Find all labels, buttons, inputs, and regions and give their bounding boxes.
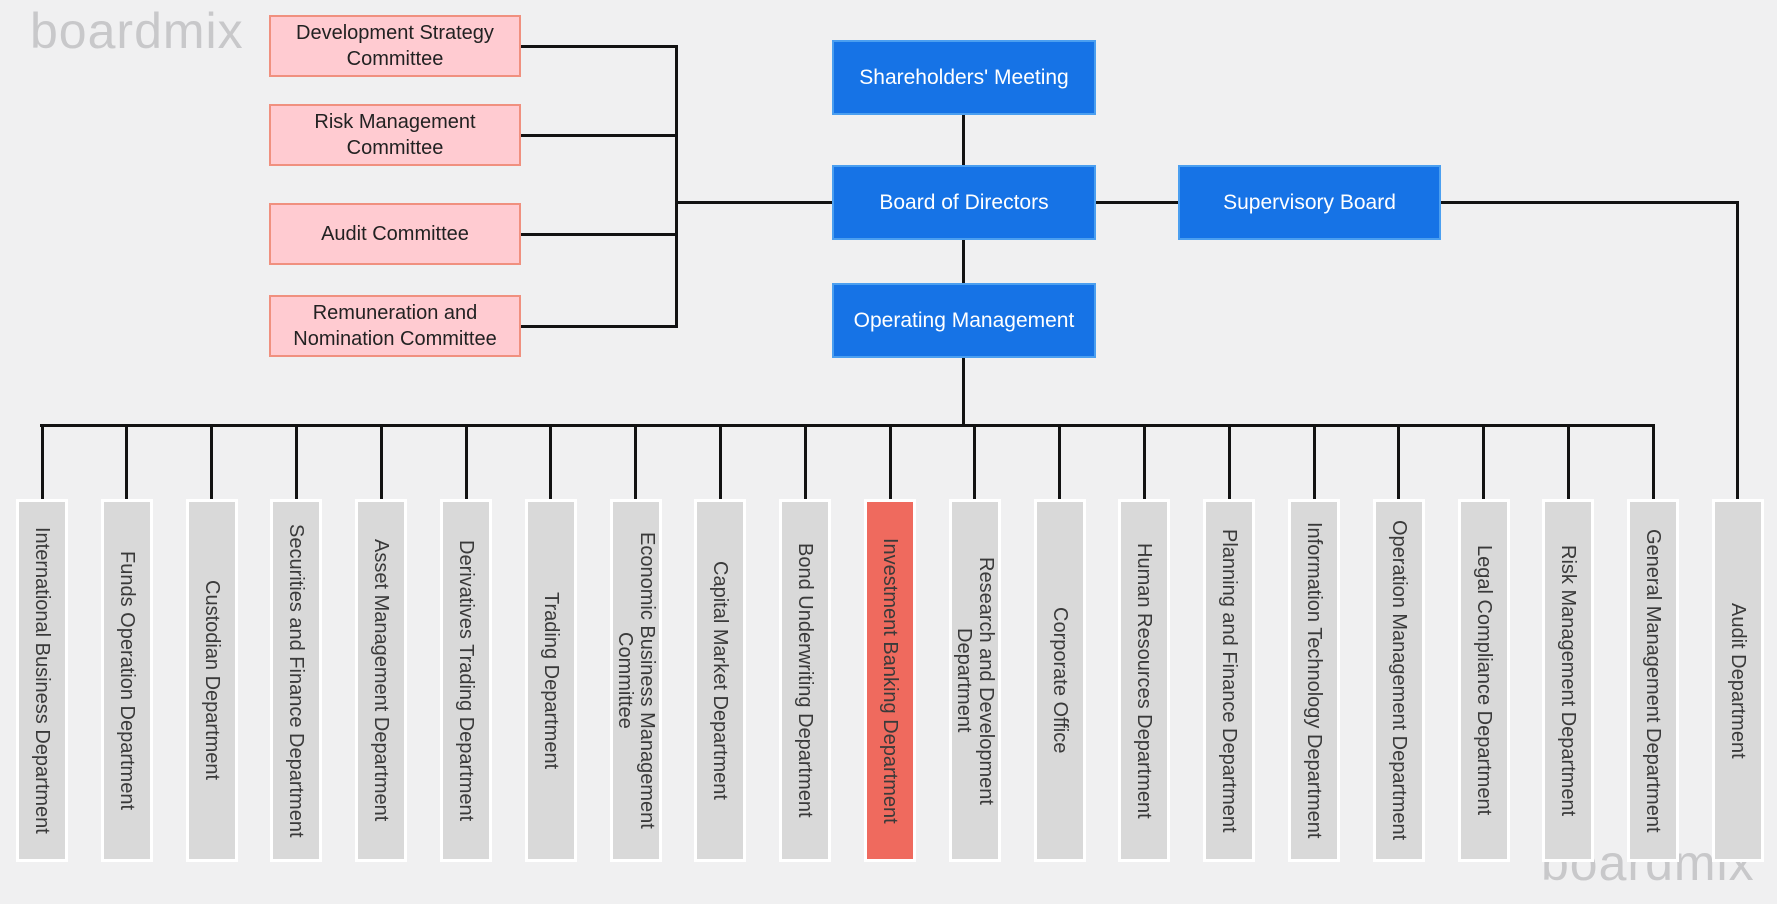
connector-committee-3-stub [521, 233, 678, 236]
watermark-top-left: boardmix [30, 3, 244, 59]
department-node-funds-operation-department[interactable]: Funds Operation Department [101, 499, 153, 862]
department-node-investment-banking-department[interactable]: Investment Banking Department [864, 499, 916, 862]
department-label: Planning and Finance Department [1218, 528, 1240, 833]
department-node-international-business-department[interactable]: International Business Department [16, 499, 68, 862]
connector-bus-drop [634, 424, 637, 499]
department-label: Capital Market Department [709, 561, 731, 800]
connector-bus-drop [889, 424, 892, 499]
node-shareholders-meeting[interactable]: Shareholders' Meeting [832, 40, 1096, 115]
department-label: Audit Department [1727, 602, 1749, 759]
connector-bus-drop [1397, 424, 1400, 499]
department-node-economic-business-management-committee[interactable]: Economic Business Management Committee [610, 499, 662, 862]
connector-committee-2-stub [521, 134, 678, 137]
department-node-trading-department[interactable]: Trading Department [525, 499, 577, 862]
department-label: Securities and Finance Department [285, 523, 307, 838]
connector-shareholders-to-board [962, 115, 965, 165]
connector-bus-drop [804, 424, 807, 499]
connector-bus-drop [1313, 424, 1316, 499]
connector-bus-drop [465, 424, 468, 499]
department-label: Asset Management Department [370, 539, 392, 822]
department-label: Corporate Office [1049, 607, 1071, 754]
department-label: Trading Department [540, 591, 562, 770]
department-label: Human Resources Department [1133, 542, 1155, 819]
department-node-custodian-department[interactable]: Custodian Department [186, 499, 238, 862]
department-label: Information Technology Department [1303, 522, 1325, 839]
connector-bus-drop [41, 424, 44, 499]
connector-bus-drop [973, 424, 976, 499]
connector-bus-drop [1228, 424, 1231, 499]
connector-committees-to-board [675, 201, 832, 204]
connector-committee-4-stub [521, 325, 678, 328]
connector-board-to-operating [962, 240, 965, 283]
node-remuneration-and-nomination-committee[interactable]: Remuneration and Nomination Committee [269, 295, 521, 357]
department-label: Derivatives Trading Department [455, 539, 477, 822]
node-operating-management[interactable]: Operating Management [832, 283, 1096, 358]
department-label: Economic Business Management Committee [614, 532, 658, 829]
connector-committee-1-stub [521, 45, 678, 48]
department-label: Custodian Department [201, 580, 223, 781]
department-label: General Management Department [1642, 528, 1664, 833]
department-node-corporate-office[interactable]: Corporate Office [1034, 499, 1086, 862]
connector-supervisory-right [1441, 201, 1739, 204]
department-node-human-resources-department[interactable]: Human Resources Department [1118, 499, 1170, 862]
connector-bus-drop [549, 424, 552, 499]
connector-bus-drop [719, 424, 722, 499]
department-node-asset-management-department[interactable]: Asset Management Department [355, 499, 407, 862]
department-label: Research and Development Department [953, 556, 997, 805]
node-supervisory-board[interactable]: Supervisory Board [1178, 165, 1441, 240]
connector-bus-drop [1652, 424, 1655, 499]
connector-operating-to-bus [962, 358, 965, 427]
department-node-planning-and-finance-department[interactable]: Planning and Finance Department [1203, 499, 1255, 862]
department-node-risk-management-department[interactable]: Risk Management Department [1542, 499, 1594, 862]
connector-department-bus [40, 424, 1655, 427]
connector-bus-drop [1482, 424, 1485, 499]
department-label: Operation Management Department [1388, 520, 1410, 841]
node-audit-committee[interactable]: Audit Committee [269, 203, 521, 265]
department-node-general-management-department[interactable]: General Management Department [1627, 499, 1679, 862]
department-node-bond-underwriting-department[interactable]: Bond Underwriting Department [779, 499, 831, 862]
connector-bus-drop [1058, 424, 1061, 499]
connector-bus-drop [125, 424, 128, 499]
connector-bus-drop [380, 424, 383, 499]
connector-bus-drop [1567, 424, 1570, 499]
department-label: Legal Compliance Department [1473, 545, 1495, 816]
connector-bus-drop [1143, 424, 1146, 499]
department-node-capital-market-department[interactable]: Capital Market Department [694, 499, 746, 862]
connector-bus-drop [210, 424, 213, 499]
department-node-legal-compliance-department[interactable]: Legal Compliance Department [1458, 499, 1510, 862]
node-risk-management-committee[interactable]: Risk Management Committee [269, 104, 521, 166]
connector-supervisory-to-audit [1736, 201, 1739, 499]
connector-board-to-supervisory [1096, 201, 1178, 204]
department-label: International Business Department [31, 527, 53, 834]
department-node-derivatives-trading-department[interactable]: Derivatives Trading Department [440, 499, 492, 862]
department-node-audit-department[interactable]: Audit Department [1712, 499, 1764, 862]
department-label: Bond Underwriting Department [794, 543, 816, 818]
department-node-operation-management-department[interactable]: Operation Management Department [1373, 499, 1425, 862]
department-label: Investment Banking Department [879, 537, 901, 824]
node-development-strategy-committee[interactable]: Development Strategy Committee [269, 15, 521, 77]
department-node-information-technology-department[interactable]: Information Technology Department [1288, 499, 1340, 862]
department-label: Risk Management Department [1557, 544, 1579, 817]
node-board-of-directors[interactable]: Board of Directors [832, 165, 1096, 240]
connector-bus-drop [295, 424, 298, 499]
department-label: Funds Operation Department [116, 550, 138, 811]
department-node-securities-and-finance-department[interactable]: Securities and Finance Department [270, 499, 322, 862]
department-node-research-and-development-department[interactable]: Research and Development Department [949, 499, 1001, 862]
connector-committee-vline [675, 45, 678, 328]
